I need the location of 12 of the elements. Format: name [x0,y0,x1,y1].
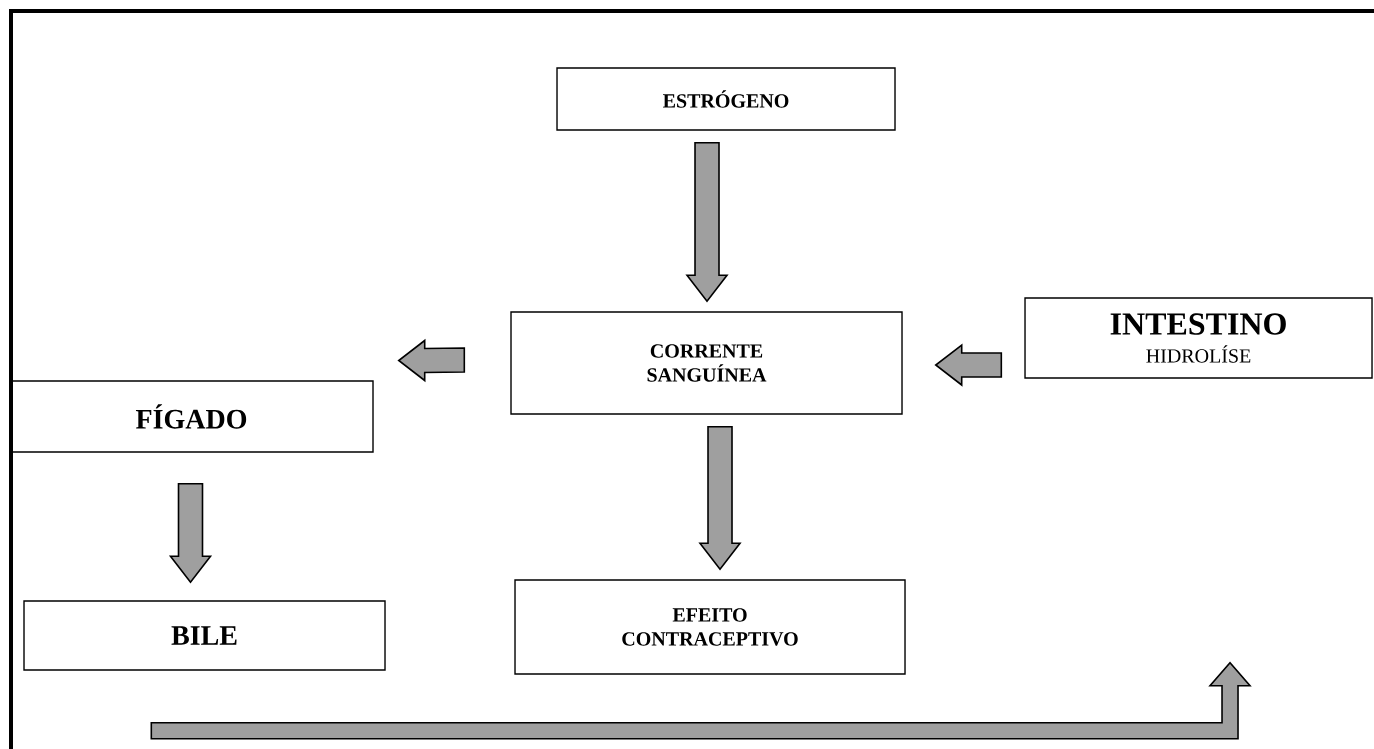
block-arrow [150,661,1252,740]
block-arrow [168,482,213,584]
process-box: CORRENTE SANGUÍNEA [510,311,903,415]
process-box: BILE [23,600,386,671]
block-arrow [934,343,1003,387]
process-box: ESTRÓGENO [556,67,896,131]
block-arrow [685,141,729,303]
process-box: EFEITO CONTRACEPTIVO [514,579,906,675]
process-box: INTESTINO HIDROLÍSE [1024,297,1373,379]
process-box: FÍGADO [9,380,374,453]
block-arrow [698,425,742,571]
block-arrow [397,338,466,383]
